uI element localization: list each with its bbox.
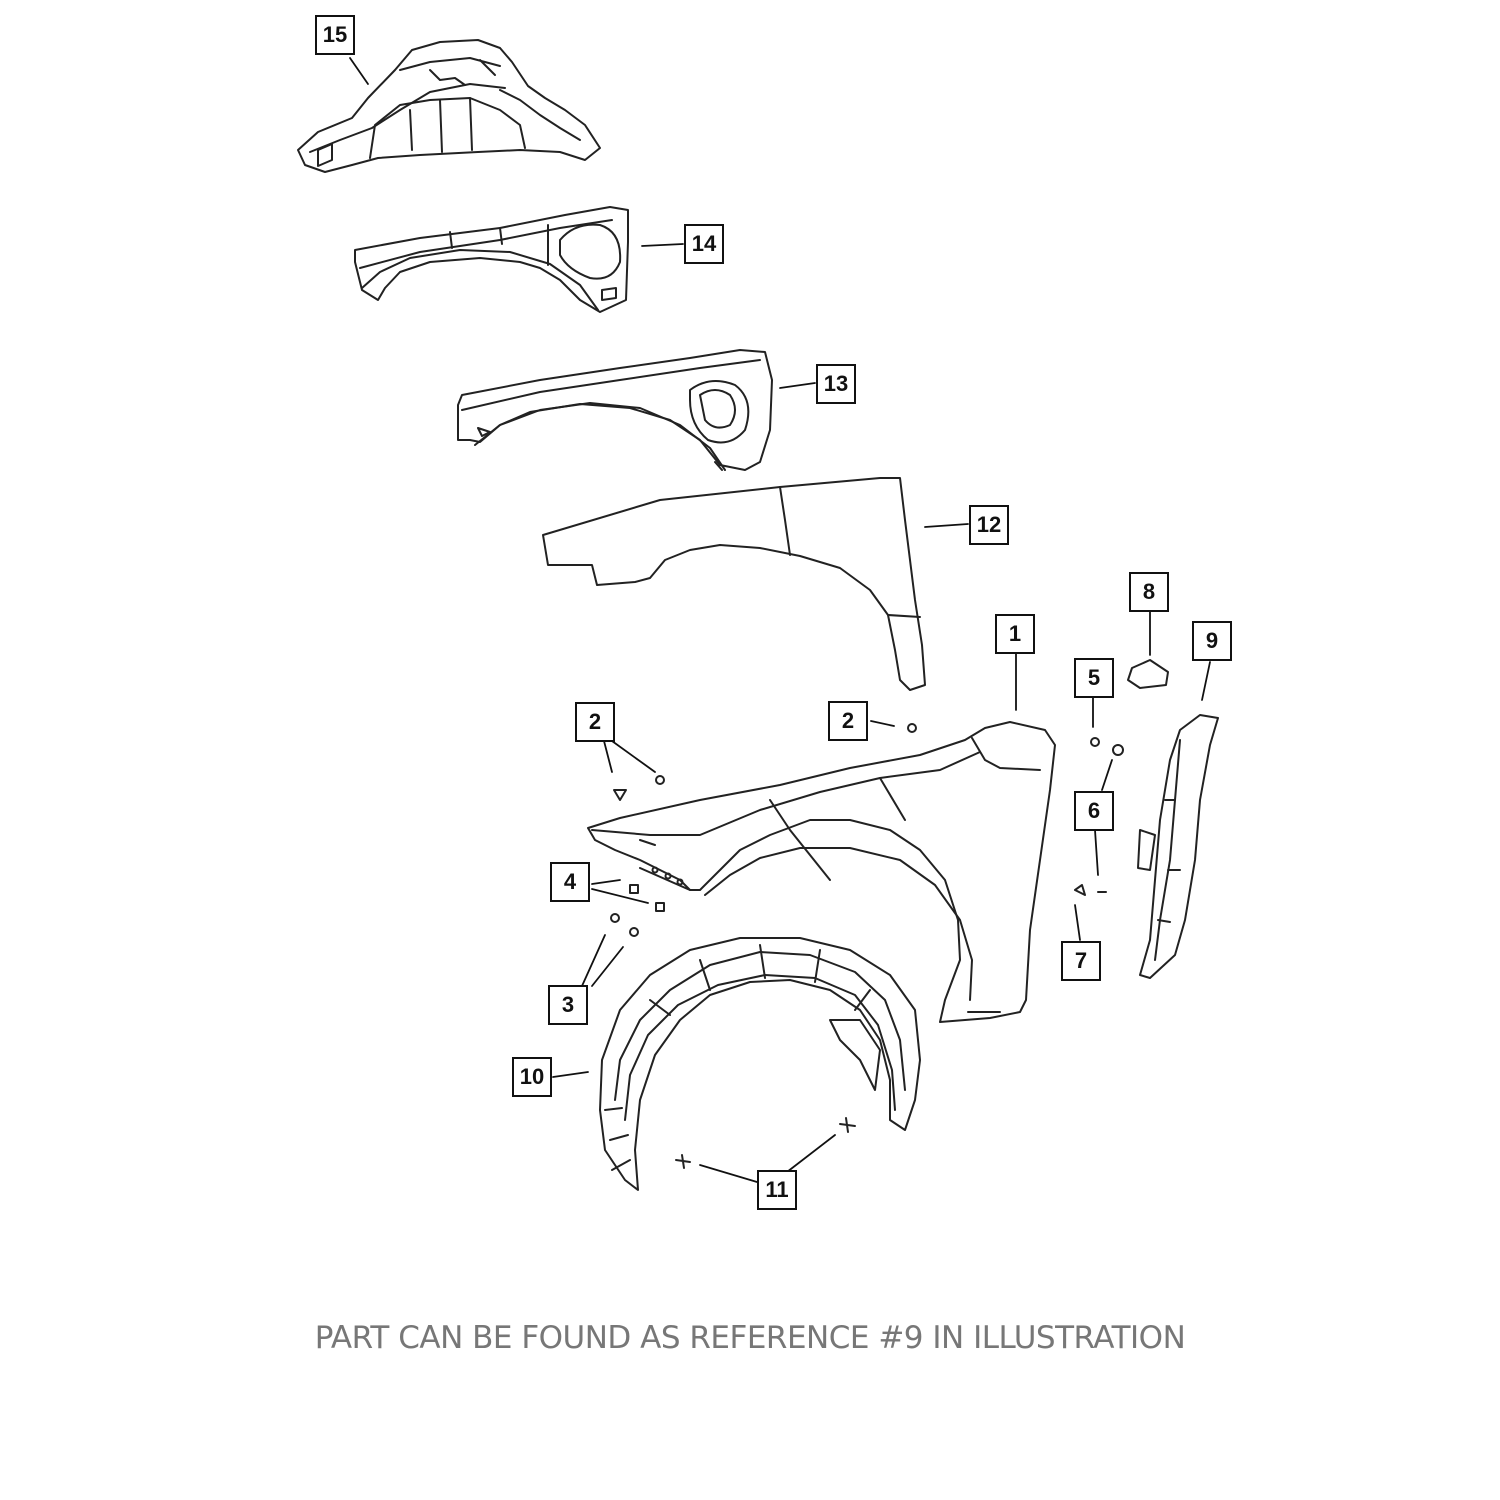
part-12-fender-shield (542, 477, 926, 691)
callout-14: 14 (684, 224, 724, 264)
callout-2-left: 2 (575, 702, 615, 742)
callout-15: 15 (315, 15, 355, 55)
callout-10: 10 (512, 1057, 552, 1097)
callout-3: 3 (548, 985, 588, 1025)
part-1-front-fender (587, 721, 1056, 1023)
callout-5: 5 (1074, 658, 1114, 698)
callout-6: 6 (1074, 791, 1114, 831)
part-15-apron-assembly (297, 39, 601, 173)
callout-12: 12 (969, 505, 1009, 545)
reference-caption: PART CAN BE FOUND AS REFERENCE #9 IN ILL… (314, 1320, 1186, 1356)
part-10-wheelhouse-liner (599, 937, 921, 1191)
callout-13: 13 (816, 364, 856, 404)
callout-8: 8 (1129, 572, 1169, 612)
callout-2-right: 2 (828, 701, 868, 741)
callout-7: 7 (1061, 941, 1101, 981)
part-9-fender-bracket (1137, 714, 1219, 979)
callout-1: 1 (995, 614, 1035, 654)
callout-11: 11 (757, 1170, 797, 1210)
part-13-fender-apron-panel (457, 349, 773, 471)
leader-lines (349, 57, 1211, 1183)
fasteners (610, 659, 1169, 1169)
callout-4: 4 (550, 862, 590, 902)
part-14-inner-fender-panel (354, 206, 629, 313)
callout-9: 9 (1192, 621, 1232, 661)
